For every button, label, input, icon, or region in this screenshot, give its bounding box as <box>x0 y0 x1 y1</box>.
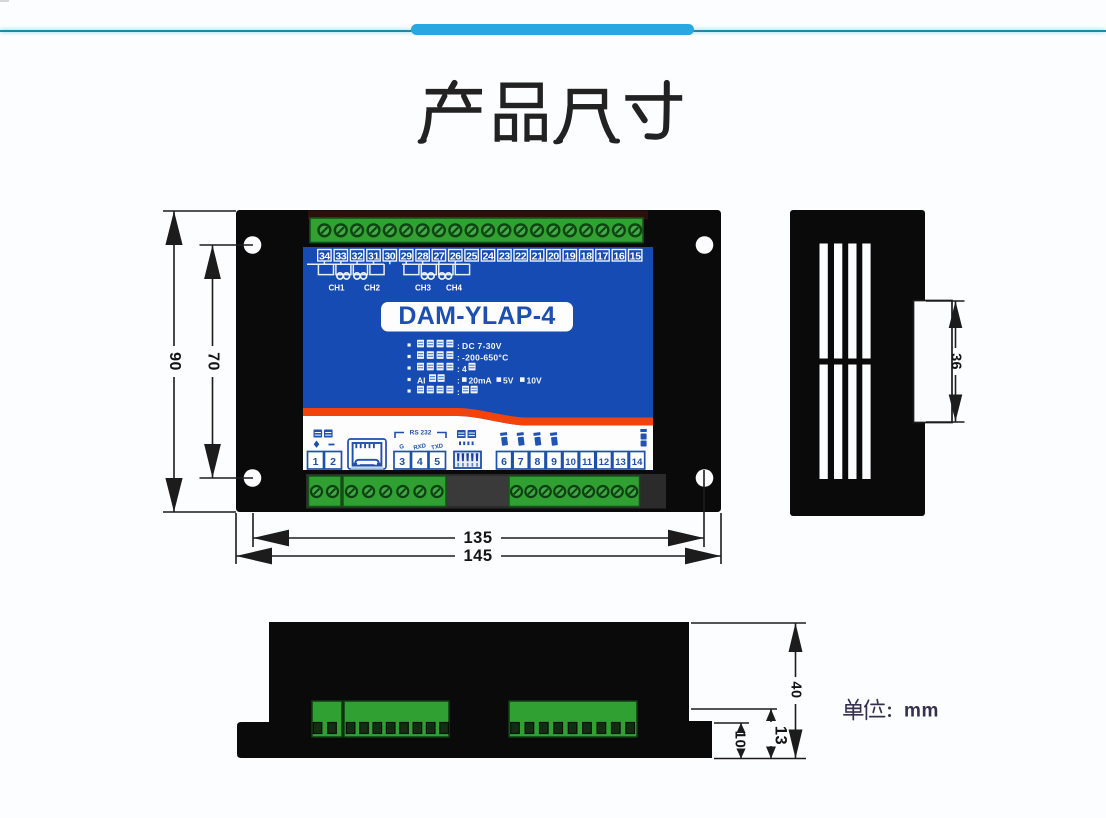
svg-text:90: 90 <box>166 352 183 371</box>
svg-text:30: 30 <box>384 250 395 262</box>
svg-text:17: 17 <box>597 250 608 262</box>
svg-text:18: 18 <box>581 250 592 262</box>
svg-text:25: 25 <box>466 250 477 262</box>
svg-text:CH3: CH3 <box>415 284 432 293</box>
svg-text:135: 135 <box>463 529 492 547</box>
svg-text:TXD: TXD <box>431 443 445 452</box>
svg-text:CH4: CH4 <box>446 284 463 293</box>
svg-text:9: 9 <box>551 456 557 468</box>
svg-text::: : <box>457 341 460 351</box>
svg-text:11: 11 <box>582 457 593 468</box>
svg-text:3: 3 <box>399 456 405 468</box>
svg-text:19: 19 <box>564 250 575 262</box>
svg-text:27: 27 <box>433 250 444 262</box>
svg-text:RXD: RXD <box>413 443 427 452</box>
svg-text:15: 15 <box>630 250 641 262</box>
svg-text:24: 24 <box>483 250 494 262</box>
svg-text:16: 16 <box>613 250 624 262</box>
svg-text:4: 4 <box>417 456 423 468</box>
svg-text:DC 7-30V: DC 7-30V <box>462 341 502 351</box>
svg-text:70: 70 <box>204 352 221 371</box>
svg-text:26: 26 <box>450 250 461 262</box>
svg-text:6: 6 <box>501 456 507 468</box>
svg-text:7: 7 <box>518 456 524 468</box>
svg-text:36: 36 <box>948 353 964 370</box>
svg-text:31: 31 <box>368 250 379 262</box>
svg-text:40: 40 <box>788 681 804 698</box>
svg-text:DAM-YLAP-4: DAM-YLAP-4 <box>398 302 555 330</box>
svg-text:10: 10 <box>732 731 749 749</box>
svg-text:4: 4 <box>462 364 467 374</box>
svg-text:G: G <box>399 444 405 451</box>
svg-text:21: 21 <box>532 250 543 262</box>
svg-text::: : <box>457 387 460 397</box>
svg-text:-200-650°C: -200-650°C <box>462 353 509 363</box>
svg-text:RS 232: RS 232 <box>410 430 432 437</box>
svg-text:14: 14 <box>632 457 643 468</box>
svg-text:20: 20 <box>548 250 559 262</box>
svg-text:AI: AI <box>417 376 426 386</box>
svg-text:5V: 5V <box>503 376 514 386</box>
svg-text:20mA: 20mA <box>469 376 492 386</box>
svg-text:mm: mm <box>904 701 939 722</box>
svg-text:1: 1 <box>313 456 319 468</box>
svg-text:2: 2 <box>330 456 336 468</box>
svg-text:10V: 10V <box>527 376 542 386</box>
svg-text:23: 23 <box>499 250 510 262</box>
svg-text:5: 5 <box>434 456 440 468</box>
svg-text:32: 32 <box>352 250 363 262</box>
svg-text:10: 10 <box>565 457 576 468</box>
svg-text:12: 12 <box>599 457 610 468</box>
svg-text:22: 22 <box>515 250 526 262</box>
svg-text:CH1: CH1 <box>328 284 345 293</box>
svg-text:CH2: CH2 <box>364 284 381 293</box>
svg-text::: : <box>457 353 460 363</box>
svg-text:33: 33 <box>335 250 346 262</box>
svg-text:29: 29 <box>401 250 412 262</box>
svg-text::: : <box>457 376 460 386</box>
svg-text:28: 28 <box>417 250 428 262</box>
svg-text:8: 8 <box>534 456 540 468</box>
svg-text:13: 13 <box>615 457 626 468</box>
svg-text:34: 34 <box>319 250 330 262</box>
svg-text:13: 13 <box>772 726 790 745</box>
svg-text:145: 145 <box>463 547 492 565</box>
svg-text::: : <box>457 364 460 374</box>
